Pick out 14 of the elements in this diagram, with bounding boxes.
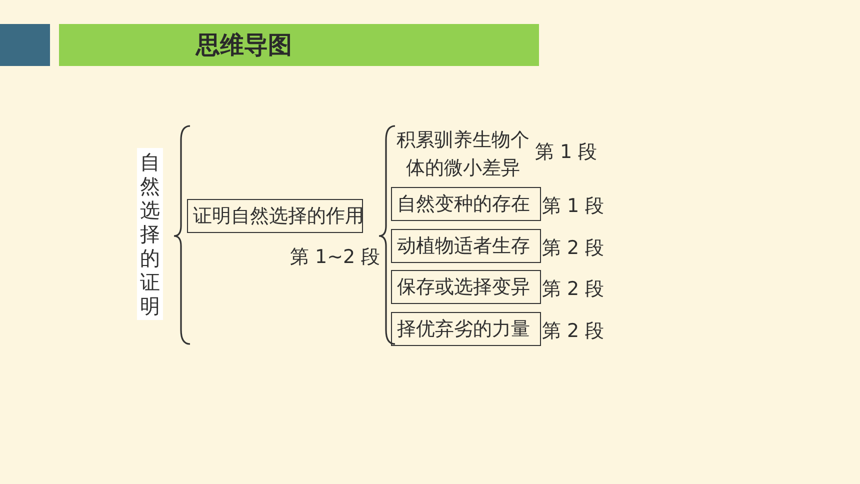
- paragraph-note: 第 2 段: [542, 319, 604, 344]
- paragraph-note: 第 2 段: [542, 236, 604, 261]
- branch-box: 证明自然选择的作用: [187, 199, 363, 233]
- paragraph-note: 第 1 段: [535, 140, 598, 165]
- paragraph-note: 第 2 段: [542, 277, 604, 302]
- paragraph-note: 第 1 段: [542, 194, 604, 219]
- title: 思维导图: [196, 30, 292, 60]
- branch-box: 保存或选择变异: [391, 270, 541, 304]
- branch-box: 动植物适者生存: [391, 229, 541, 263]
- branch-box: 择优弃劣的力量: [391, 312, 541, 346]
- paragraph-note: 第 1~2 段: [290, 245, 380, 270]
- topic-label: 自然选择的证明: [137, 148, 163, 320]
- branch-text: 积累驯养生物个体的微小差异: [389, 126, 537, 182]
- branch-box: 自然变种的存在: [391, 187, 541, 221]
